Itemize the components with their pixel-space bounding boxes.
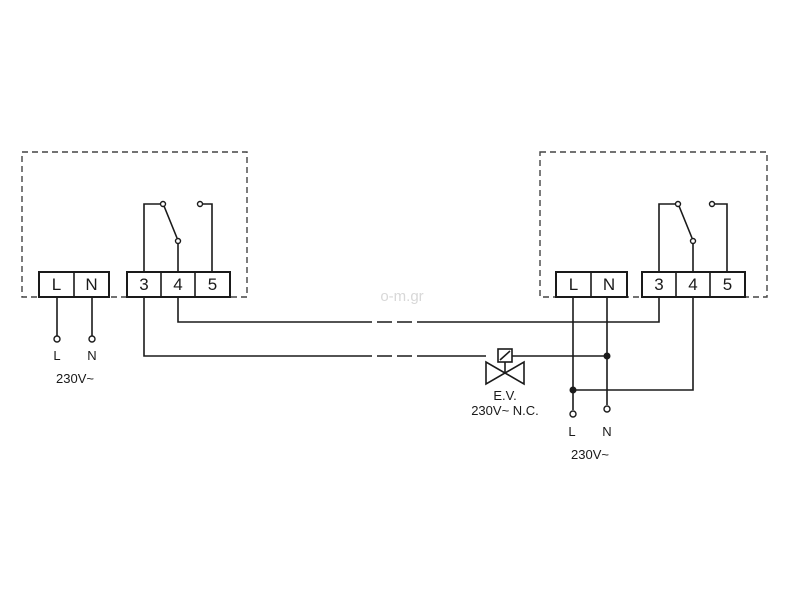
left-terminal-l: L [52,275,61,294]
valve-rating: 230V~ N.C. [471,403,539,418]
right-l-bus [569,297,694,418]
right-supply-l-label: L [568,424,575,439]
right-terminal-l: L [569,275,578,294]
right-relay-contact [658,200,728,272]
watermark: o-m.gr [380,288,423,305]
right-terminal-4: 4 [688,275,697,294]
right-supply-n-label: N [602,424,611,439]
left-terminal-n: N [85,275,97,294]
left-terminal-5: 5 [208,275,217,294]
left-supply-wires [53,297,96,343]
right-supply-voltage: 230V~ [571,447,609,462]
left-supply-l-label: L [53,348,60,363]
wire-left3-to-valve [143,297,486,358]
right-terminal-n: N [603,275,615,294]
left-supply-n-label: N [87,348,96,363]
right-terminal-3: 3 [654,275,663,294]
right-terminal-5: 5 [723,275,732,294]
valve-name: E.V. [493,388,516,403]
left-terminal-3: 3 [139,275,148,294]
wire-left4-to-right3 [177,297,660,324]
left-supply-voltage: 230V~ [56,371,94,386]
left-supply-terminal-block [38,271,110,298]
left-relay-contact [143,200,213,272]
right-supply-terminal-block [555,271,628,298]
right-n-bus [603,297,611,413]
solenoid-valve-icon [485,348,607,386]
left-terminal-4: 4 [173,275,182,294]
